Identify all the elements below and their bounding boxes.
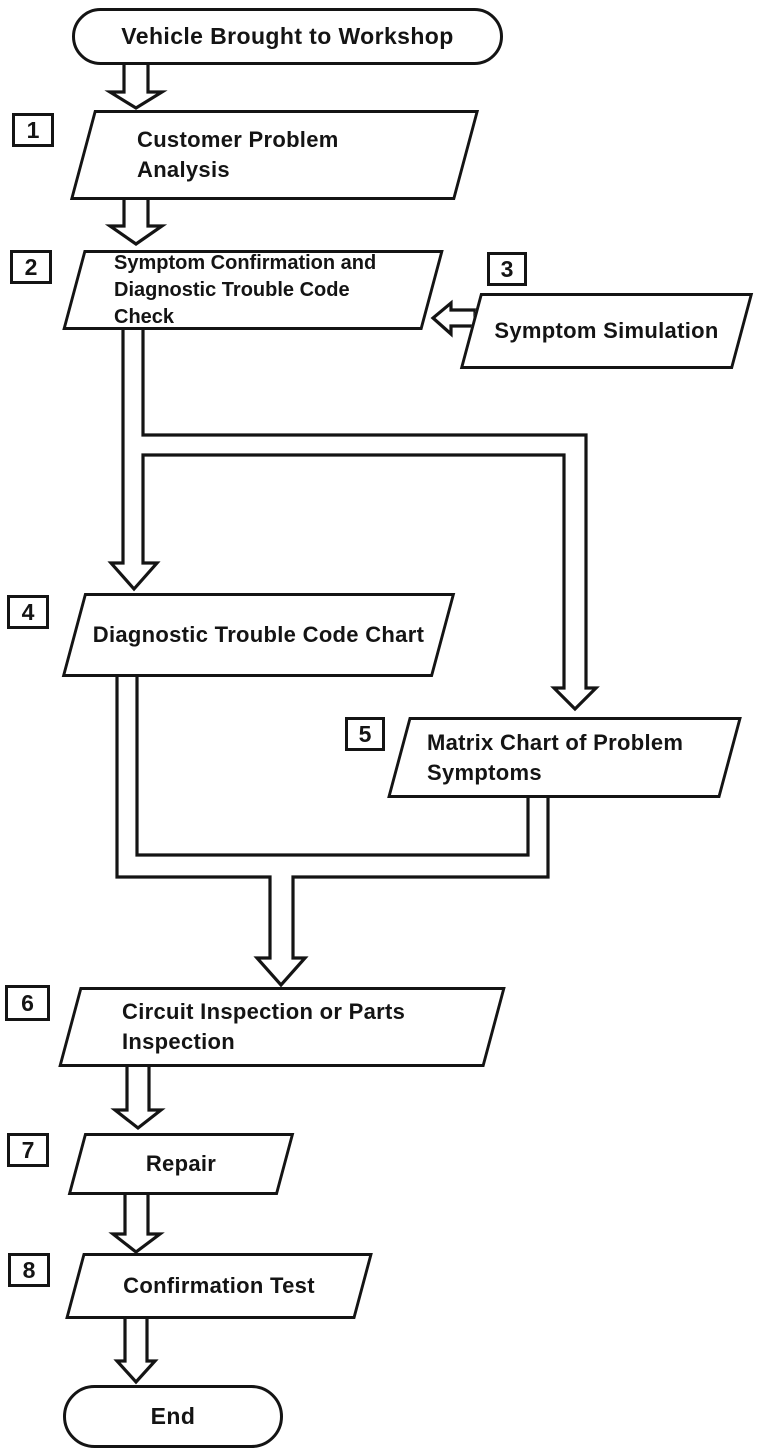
step-7-number: 7 [7, 1133, 49, 1167]
step-2-number: 2 [10, 250, 52, 284]
end-label: End [150, 1403, 196, 1429]
step-2-label: Symptom Confirmation and Diagnostic Trou… [114, 251, 377, 328]
start-label: Vehicle Brought to Workshop [121, 23, 454, 49]
arrow-start-to-step1 [104, 60, 168, 110]
start-terminator: Vehicle Brought to Workshop [72, 8, 503, 65]
arrow-step3-to-step2 [430, 299, 477, 338]
step-7-label-wrap: Repair [79, 1136, 283, 1192]
step-4-label: Diagnostic Trouble Code Chart [92, 622, 425, 647]
arrow-step7-to-step8 [108, 1190, 165, 1255]
step-8-shape: Confirmation Test [65, 1253, 373, 1319]
step-6-number: 6 [5, 985, 50, 1021]
step-4-label-wrap: Diagnostic Trouble Code Chart [76, 596, 441, 674]
step-3-number: 3 [487, 252, 527, 286]
channel-step2-to-step4-and-step5 [107, 324, 600, 712]
step-3-label: Symptom Simulation [494, 318, 719, 343]
end-terminator: End [63, 1385, 283, 1448]
step-4-number: 4 [7, 595, 49, 629]
step-8-number: 8 [8, 1253, 50, 1287]
step-4-shape: Diagnostic Trouble Code Chart [61, 593, 456, 677]
step-3-shape: Symptom Simulation [459, 293, 754, 369]
step-1-number: 1 [12, 113, 54, 147]
step-8-label-wrap: Confirmation Test [77, 1256, 361, 1316]
step-5-label-wrap: Matrix Chart of Problem Symptoms [401, 720, 728, 795]
step-6-label: Circuit Inspection or Parts Inspection [122, 999, 406, 1054]
step-1-label: Customer Problem Analysis [137, 127, 339, 182]
channel-step4-step5-merge-to-step6 [115, 670, 550, 988]
arrow-step6-to-step7 [110, 1061, 166, 1131]
step-3-label-wrap: Symptom Simulation [473, 296, 740, 366]
step-7-label: Repair [145, 1151, 217, 1176]
step-8-label: Confirmation Test [123, 1273, 315, 1298]
step-5-number: 5 [345, 717, 385, 751]
step-2-shape: Symptom Confirmation and Diagnostic Trou… [62, 250, 444, 330]
step-6-label-wrap: Circuit Inspection or Parts Inspection [72, 990, 492, 1064]
step-7-shape: Repair [67, 1133, 295, 1195]
step-5-shape: Matrix Chart of Problem Symptoms [387, 717, 742, 798]
arrow-step8-to-end [113, 1311, 159, 1385]
step-2-label-wrap: Symptom Confirmation and Diagnostic Trou… [76, 252, 430, 328]
step-5-label: Matrix Chart of Problem Symptoms [427, 729, 684, 785]
arrow-step1-to-step2 [104, 194, 168, 246]
step-1-shape: Customer Problem Analysis [69, 110, 480, 200]
step-1-label-wrap: Customer Problem Analysis [85, 113, 464, 197]
step-6-shape: Circuit Inspection or Parts Inspection [58, 987, 506, 1067]
